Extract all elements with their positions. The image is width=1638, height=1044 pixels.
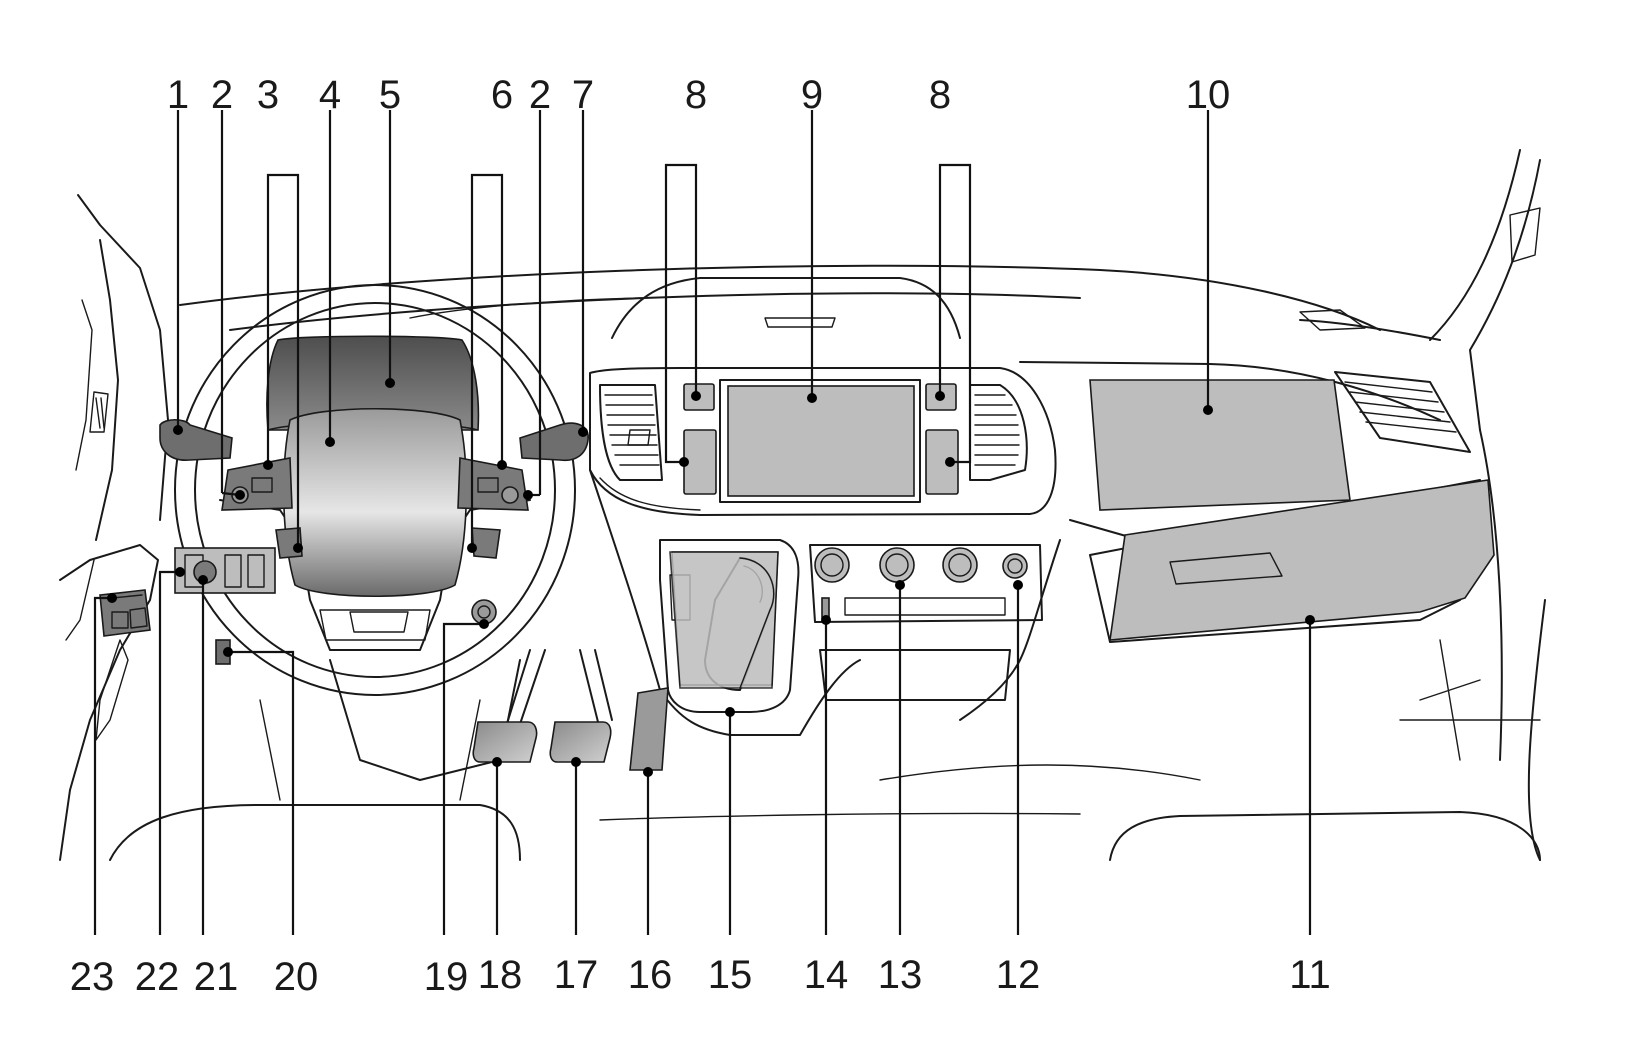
right-stalk-control: [519, 422, 589, 462]
callout-7: 7: [572, 73, 594, 117]
callout-8-right: 8: [929, 73, 951, 117]
usb-port: [821, 597, 830, 619]
callout-16: 16: [628, 953, 673, 997]
brake-pedal: [549, 721, 612, 763]
callout-6: 6: [491, 73, 513, 117]
callout-14: 14: [804, 953, 849, 997]
callout-9: 9: [801, 73, 823, 117]
right-paddle: [471, 527, 501, 559]
right-screen-buttons: [925, 383, 959, 495]
callout-8-left: 8: [685, 73, 707, 117]
callout-23: 23: [70, 955, 115, 999]
climate-knobs: [814, 547, 1028, 583]
callout-12: 12: [996, 953, 1041, 997]
callout-5: 5: [379, 73, 401, 117]
leader-lines: [93, 110, 1312, 935]
passenger-airbag-panel: [1089, 379, 1351, 511]
callout-1: 1: [167, 73, 189, 117]
center-screen: [727, 385, 915, 497]
callout-18: 18: [478, 953, 523, 997]
callout-20: 20: [274, 955, 319, 999]
callout-15: 15: [708, 953, 753, 997]
right-steering-buttons: [457, 457, 529, 511]
callout-19: 19: [424, 955, 469, 999]
left-switch-panel: [174, 547, 276, 594]
callout-11: 11: [1289, 953, 1331, 997]
dashboard-line-art: [59, 149, 1546, 861]
left-screen-buttons: [683, 383, 717, 495]
callout-2-left: 2: [211, 73, 233, 117]
callout-22: 22: [135, 955, 180, 999]
clutch-pedal: [472, 721, 538, 763]
callout-17: 17: [554, 953, 599, 997]
callout-numbers: 1 2 3 4 5 6 2 7 8 9 8 10 23 22 21 20 19 …: [70, 73, 1331, 999]
left-steering-buttons: [221, 457, 293, 511]
callout-3: 3: [257, 73, 279, 117]
callout-21: 21: [194, 955, 239, 999]
callout-2-right: 2: [529, 73, 551, 117]
glovebox: [1109, 479, 1495, 641]
gear-shifter: [669, 551, 779, 689]
callout-13: 13: [878, 953, 923, 997]
leader-dots: [107, 378, 1315, 777]
steering-wheel-hub: [282, 407, 468, 597]
callout-10: 10: [1186, 73, 1231, 117]
accelerator-pedal-arm: [579, 649, 613, 731]
callout-4: 4: [319, 73, 341, 117]
accelerator-pedal: [629, 687, 669, 771]
